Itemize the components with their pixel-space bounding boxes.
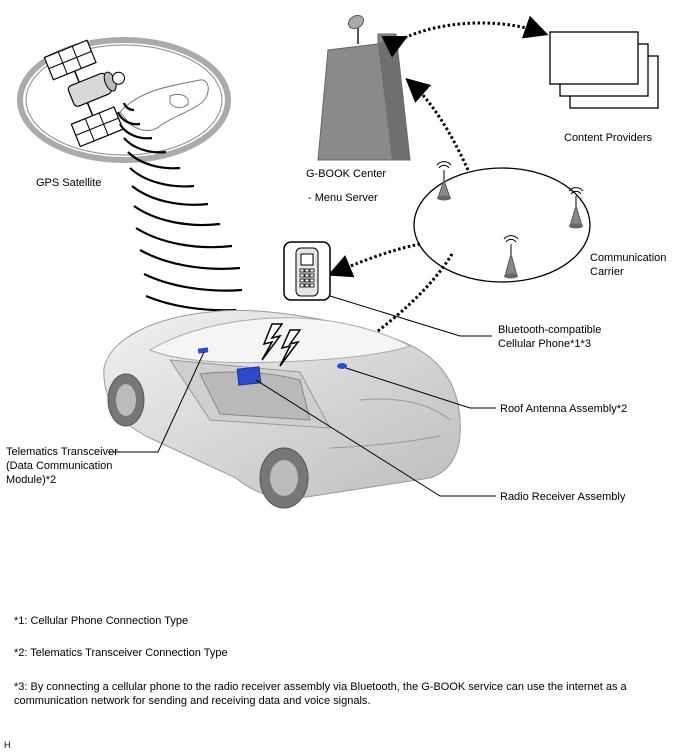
telematics-label-line2: (Data Communication (6, 460, 113, 472)
content-providers-pages (549, 31, 659, 109)
telematics-label-line1: Telematics Transceiver (6, 446, 118, 458)
arrow-center-to-providers (381, 15, 549, 58)
leader-roof-antenna (345, 367, 496, 409)
cell-tower-icon (568, 187, 584, 229)
gbook-center-label: G-BOOK Center (306, 168, 387, 180)
gps-satellite-label: GPS Satellite (36, 177, 102, 189)
leader-lines (108, 295, 496, 497)
leader-telematics (108, 351, 205, 453)
leader-radio-receiver (255, 379, 496, 497)
bluetooth-phone-label-line1: Bluetooth-compatible (498, 324, 602, 336)
cellular-phone-icon (283, 241, 331, 301)
leader-bluetooth-phone (329, 295, 492, 337)
radio-receiver-label: Radio Receiver Assembly (500, 491, 626, 503)
corner-mark: H (4, 740, 11, 750)
roof-antenna-highlight (337, 363, 347, 369)
cell-tower-icon (503, 235, 519, 279)
telematics-transceiver-highlight (197, 347, 209, 354)
content-providers-label: Content Providers (564, 132, 653, 144)
communication-arrows (327, 15, 549, 356)
communication-carrier-area (413, 167, 591, 283)
gbook-center-building (317, 14, 411, 161)
cell-tower-icon (436, 161, 452, 201)
gps-satellite-icon (43, 39, 126, 148)
vehicle-illustration (103, 310, 461, 509)
bluetooth-signal-icon (261, 323, 302, 367)
communication-carrier-label-line2: Carrier (590, 266, 624, 278)
footnote-1: *1: Cellular Phone Connection Type (14, 615, 189, 627)
radio-receiver-highlight (236, 366, 262, 386)
arrow-carrier-to-phone (327, 242, 421, 278)
telematics-label-line3: Module)*2 (6, 474, 57, 486)
arrow-carrier-to-center (405, 78, 470, 171)
arrow-carrier-to-car (344, 253, 454, 356)
footnote-3: *3: By connecting a cellular phone to th… (14, 681, 627, 707)
bluetooth-phone-label-line2: Cellular Phone*1*3 (498, 338, 591, 350)
footnote-2: *2: Telematics Transceiver Connection Ty… (14, 647, 228, 659)
communication-carrier-label-line1: Communication (590, 252, 667, 264)
menu-server-label: - Menu Server (308, 192, 378, 204)
roof-antenna-label: Roof Antenna Assembly*2 (500, 403, 628, 415)
